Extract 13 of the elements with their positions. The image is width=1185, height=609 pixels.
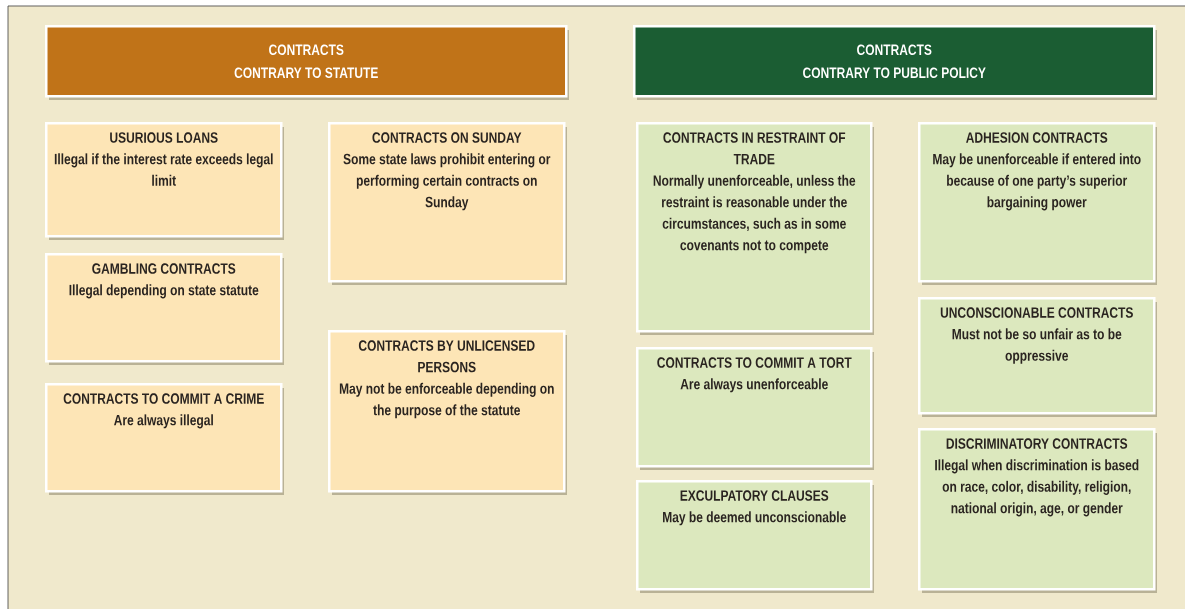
category-card: CONTRACTS BY UNLICENSED PERSONS May not be enforceable depending on the purpose of the statute [328,330,567,495]
category-card: USURIOUS LOANS Illegal if the interest rate exceeds legal limit [45,122,284,240]
category-card: DISCRIMINATORY CONTRACTS Illegal when discrimination is based on race, color, disability, religion, national origin, age, or gender [918,428,1157,593]
category-card: UNCONSCIONABLE CONTRACTS Must not be so unfair as to be oppressive [918,297,1157,417]
section-header: CONTRACTS CONTRARY TO PUBLIC POLICY [633,25,1157,100]
category-card: CONTRACTS TO COMMIT A TORT Are always unenforceable [636,347,874,470]
category-card: EXCULPATORY CLAUSES May be deemed unconscionable [636,480,874,593]
section-header: CONTRACTS CONTRARY TO STATUTE [45,25,569,100]
category-card: CONTRACTS TO COMMIT A CRIME Are always illegal [45,383,284,495]
category-card: CONTRACTS IN RESTRAINT OF TRADE Normally unenforceable, unless the restraint is reasonable under the circumstances, such as in some covenants not to compete [636,122,874,335]
category-card: ADHESION CONTRACTS May be unenforceable if entered into because of one party’s superior bargaining power [918,122,1157,285]
category-card: CONTRACTS ON SUNDAY Some state laws prohibit entering or performing certain contracts on Sunday [328,122,567,285]
category-card: GAMBLING CONTRACTS Illegal depending on state statute [45,253,284,365]
